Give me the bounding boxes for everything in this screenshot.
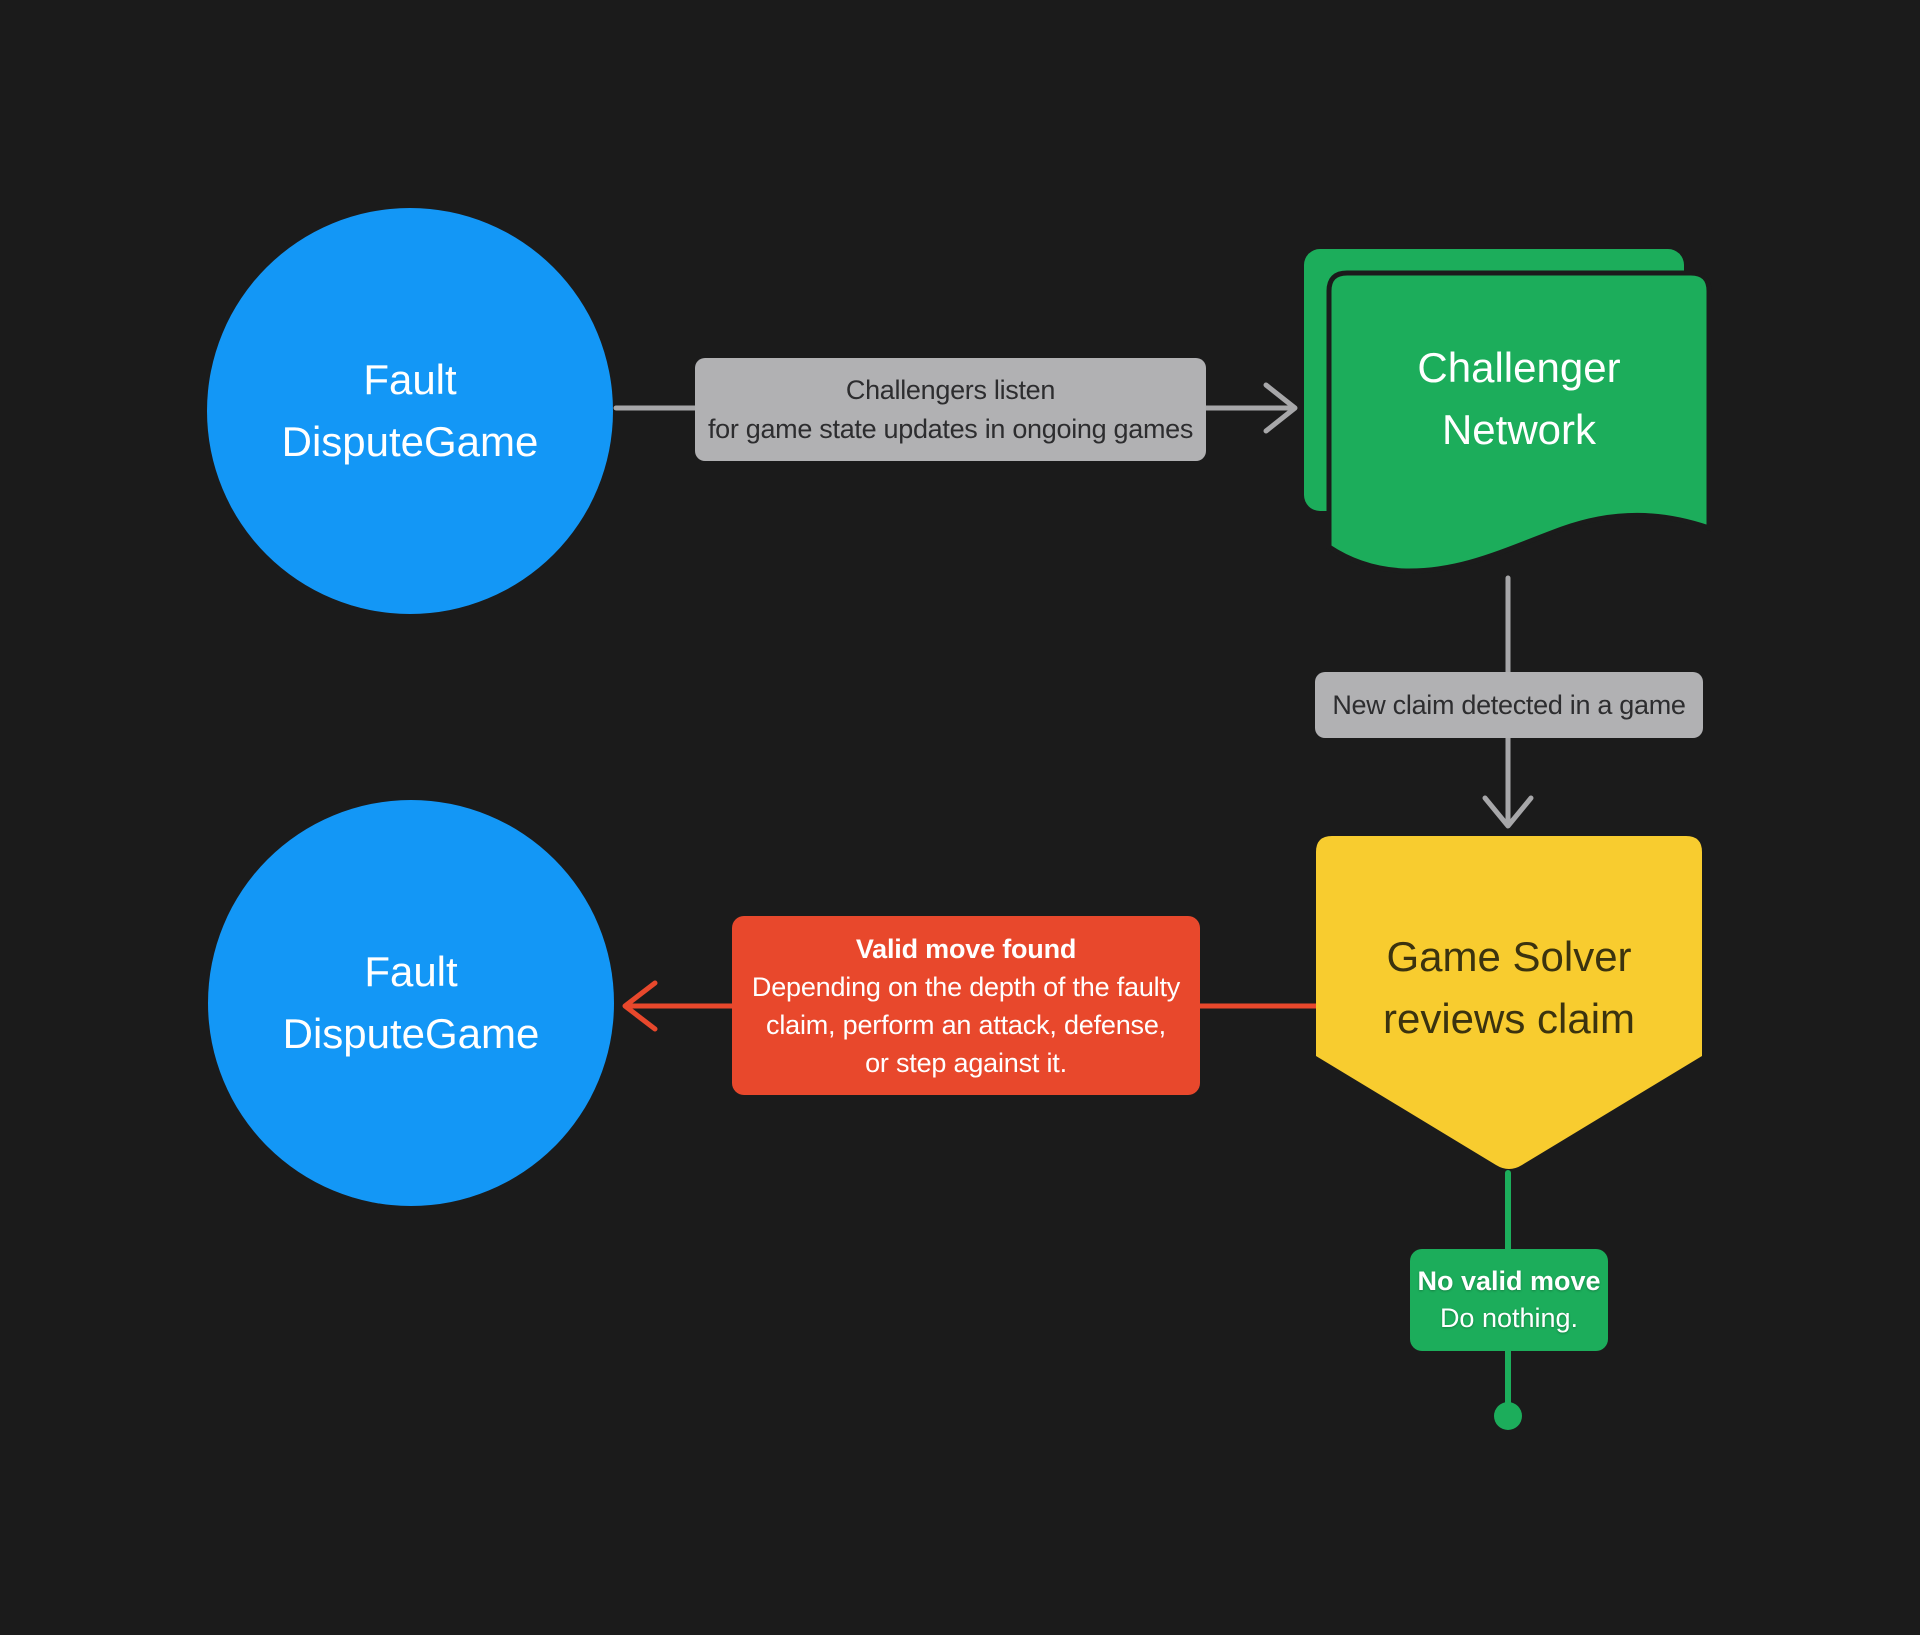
node-fault-dispute-game-top: Fault DisputeGame xyxy=(207,208,613,614)
node-game-solver-label: Game Solver reviews claim xyxy=(1316,836,1702,1140)
edge-label-title: Valid move found xyxy=(855,933,1077,964)
node-label-line: DisputeGame xyxy=(282,1010,540,1057)
node-label-line: Challenger xyxy=(1417,344,1621,391)
edge-label-line: New claim detected in a game xyxy=(1332,689,1686,720)
node-challenger-network-label: Challenger Network xyxy=(1329,273,1709,525)
edge-label-no-valid-move: No valid move Do nothing. xyxy=(1410,1249,1608,1351)
node-label-line: DisputeGame xyxy=(281,418,539,465)
edge-label-line: or step against it. xyxy=(865,1047,1067,1078)
node-label-line: Game Solver xyxy=(1386,933,1632,980)
node-label-line: Fault xyxy=(363,356,457,403)
edge-label-new-claim: New claim detected in a game xyxy=(1315,672,1703,738)
edge-label-line: claim, perform an attack, defense, xyxy=(766,1009,1166,1040)
challenger-network-shape xyxy=(1304,249,1712,574)
edge-label-valid-move: Valid move found Depending on the depth … xyxy=(732,916,1200,1095)
edge-label-line: Do nothing. xyxy=(1439,1303,1579,1333)
document-front xyxy=(1326,270,1712,574)
node-label-line: Network xyxy=(1441,406,1597,453)
node-label-line: Fault xyxy=(364,948,458,995)
edge-label-title: No valid move xyxy=(1417,1266,1601,1296)
edge-label-challengers-listen: Challengers listen for game state update… xyxy=(695,358,1206,461)
end-dot xyxy=(1494,1402,1522,1430)
game-solver-shape xyxy=(1316,836,1702,1169)
node-label-line: reviews claim xyxy=(1382,995,1636,1042)
edge-label-line: for game state updates in ongoing games xyxy=(707,413,1194,444)
edge-label-line: Challengers listen xyxy=(845,374,1056,405)
edge-label-line: Depending on the depth of the faulty xyxy=(751,971,1181,1002)
node-fault-dispute-game-bottom: Fault DisputeGame xyxy=(208,800,614,1206)
